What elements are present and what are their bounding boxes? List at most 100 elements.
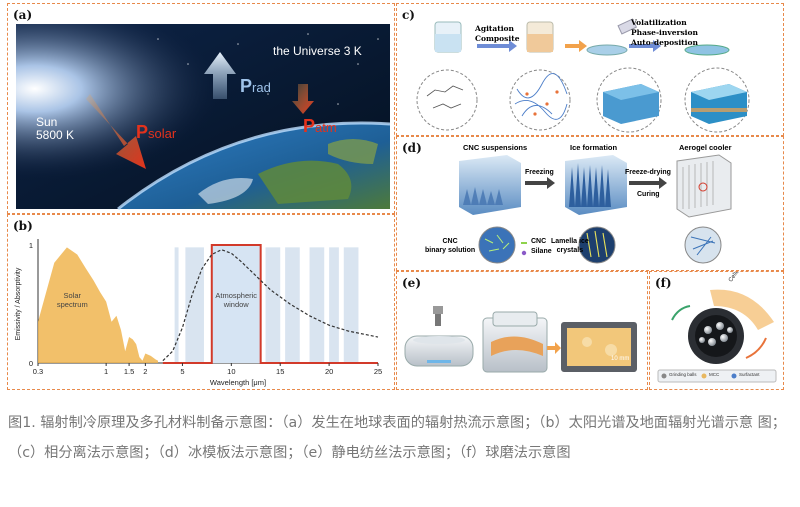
earth-illustration xyxy=(16,24,391,211)
lamella-crystals-text: crystals xyxy=(556,247,584,254)
ball-milling-illustration xyxy=(657,289,777,383)
x-tick-label: 25 xyxy=(374,367,382,376)
thermal-radiation-line xyxy=(162,249,379,362)
p-solar-label: Psolar xyxy=(136,122,176,143)
composite-text: Composite xyxy=(475,34,520,43)
y-axis-label: Emissivity / Absorptivity xyxy=(15,267,22,340)
x-tick-label: 2 xyxy=(143,367,147,376)
auto-deposition-text: Auto-deposition xyxy=(631,38,698,47)
binary-cnc-text: CNC xyxy=(442,238,458,245)
legend-bar xyxy=(657,369,777,383)
y-tick-label: 1 xyxy=(29,241,33,250)
window-annotation: Atmospheric xyxy=(215,291,257,300)
lamella-ice-label: Lamella ice crystals xyxy=(551,237,589,255)
x-tick-label: 15 xyxy=(276,367,284,376)
panel-d: (d) CNC suspensions Ice formation Aeroge… xyxy=(396,136,784,271)
p-rad-label: Prad xyxy=(240,76,271,97)
absorption-band xyxy=(309,247,325,363)
zoom-circle-binary xyxy=(478,226,516,264)
volatilization-label: Volatilization Phase-inversion Auto-depo… xyxy=(631,18,698,48)
panel-c-label: c) xyxy=(402,8,415,22)
legend-cnc: CNC xyxy=(531,238,547,245)
p-solar-sub: solar xyxy=(148,126,177,141)
x-tick-label: 10 xyxy=(227,367,235,376)
window-annotation: window xyxy=(223,300,250,309)
x-tick-label: 20 xyxy=(325,367,333,376)
p-rad-main: P xyxy=(240,76,253,96)
agitation-text: Agitation xyxy=(475,24,515,33)
panel-a-label: (a) xyxy=(13,8,33,22)
absorption-band xyxy=(329,247,339,363)
sun-label: Sun 5800 K xyxy=(36,116,74,142)
disc-2 xyxy=(684,44,730,56)
arrow-freezing xyxy=(525,177,555,189)
panel-e-label: (e) xyxy=(402,276,421,290)
zoom-circle-molecule xyxy=(416,69,478,131)
x-tick-label: 1.5 xyxy=(124,367,134,376)
zoom-circle-network xyxy=(509,69,571,131)
arrow-orange xyxy=(565,40,587,52)
p-atm-sub: atm xyxy=(315,120,337,135)
solar-spectrum-annotation: Solar xyxy=(64,291,82,300)
absorption-band xyxy=(343,247,359,363)
atmospheric-window-fill xyxy=(211,245,261,363)
solar-spectrum-area xyxy=(38,247,158,363)
x-tick-label: 0.3 xyxy=(33,367,43,376)
binary-solution-label: CNC binary solution xyxy=(425,237,475,255)
phase-inversion-text: Phase-inversion xyxy=(631,28,698,37)
sun-name: Sun xyxy=(36,115,58,129)
sun-temperature: 5800 K xyxy=(36,128,75,142)
p-atm-main: P xyxy=(303,116,316,136)
electrospinning-illustration xyxy=(404,306,637,373)
panel-f: (f) Cellulose nanomaterials Grinding bal… xyxy=(649,271,784,390)
aerogel-block xyxy=(676,154,732,218)
panel-c: c) Agitation Composit xyxy=(396,3,784,136)
disc-1 xyxy=(586,44,628,56)
solar-spectrum-annotation: spectrum xyxy=(57,300,88,309)
universe-label: the Universe 3 K xyxy=(273,44,362,58)
agitation-label: Agitation Composite xyxy=(475,24,519,44)
x-tick-label: 1 xyxy=(104,367,108,376)
p-solar-main: P xyxy=(136,122,149,142)
arrow-agitation xyxy=(477,40,517,52)
panel-f-label: (f) xyxy=(655,276,672,290)
legend-silane: Silane xyxy=(531,248,552,255)
panel-e: (e) 10 mm xyxy=(396,271,648,390)
legend-grinding-balls: Grinding balls xyxy=(669,372,697,377)
x-tick-label: 5 xyxy=(180,367,184,376)
beaker-1 xyxy=(434,21,462,53)
legend-mcc: MCC xyxy=(709,372,720,377)
cnc-suspension-block xyxy=(459,155,521,215)
freeze-drying-label: Freeze-drying xyxy=(625,169,671,176)
p-rad-sub: rad xyxy=(252,80,271,95)
beaker-2 xyxy=(526,21,554,53)
volatilization-text: Volatilization xyxy=(631,18,687,27)
arrow-volatilization xyxy=(629,40,661,52)
legend-surfactant: Surfactant xyxy=(739,372,760,377)
p-atm-label: Patm xyxy=(303,116,337,137)
absorption-band xyxy=(265,247,281,363)
panel-d-label: (d) xyxy=(402,141,422,155)
absorption-band xyxy=(185,247,204,363)
panel-a: (a) Sun 5800 K the Universe 3 K Prad Pso… xyxy=(7,3,395,214)
spinner-needle xyxy=(435,312,441,326)
cnc-suspensions-title: CNC suspensions xyxy=(463,143,528,152)
x-axis-label: Wavelength [μm] xyxy=(210,378,266,387)
ice-formation-title: Ice formation xyxy=(570,143,618,152)
aerogel-cooler-title: Aerogel cooler xyxy=(679,143,732,152)
lamella-ice-text: Lamella ice xyxy=(551,238,589,245)
binary-solution-text: binary solution xyxy=(425,247,476,254)
phase-separation-illustration xyxy=(416,18,750,133)
curing-label: Curing xyxy=(637,191,660,198)
figure-caption: 图1. 辐射制冷原理及多孔材料制备示意图：（a）发生在地球表面的辐射热流示意图；… xyxy=(8,415,786,461)
freezing-label: Freezing xyxy=(525,169,554,176)
scale-bar-label: 10 mm xyxy=(611,356,630,362)
arrow-freeze-drying xyxy=(629,177,667,189)
absorption-band xyxy=(174,247,179,363)
panel-b-label: (b) xyxy=(13,219,33,233)
dropper xyxy=(617,18,638,35)
y-tick-label: 0 xyxy=(29,359,33,368)
ice-template-illustration xyxy=(459,154,732,264)
